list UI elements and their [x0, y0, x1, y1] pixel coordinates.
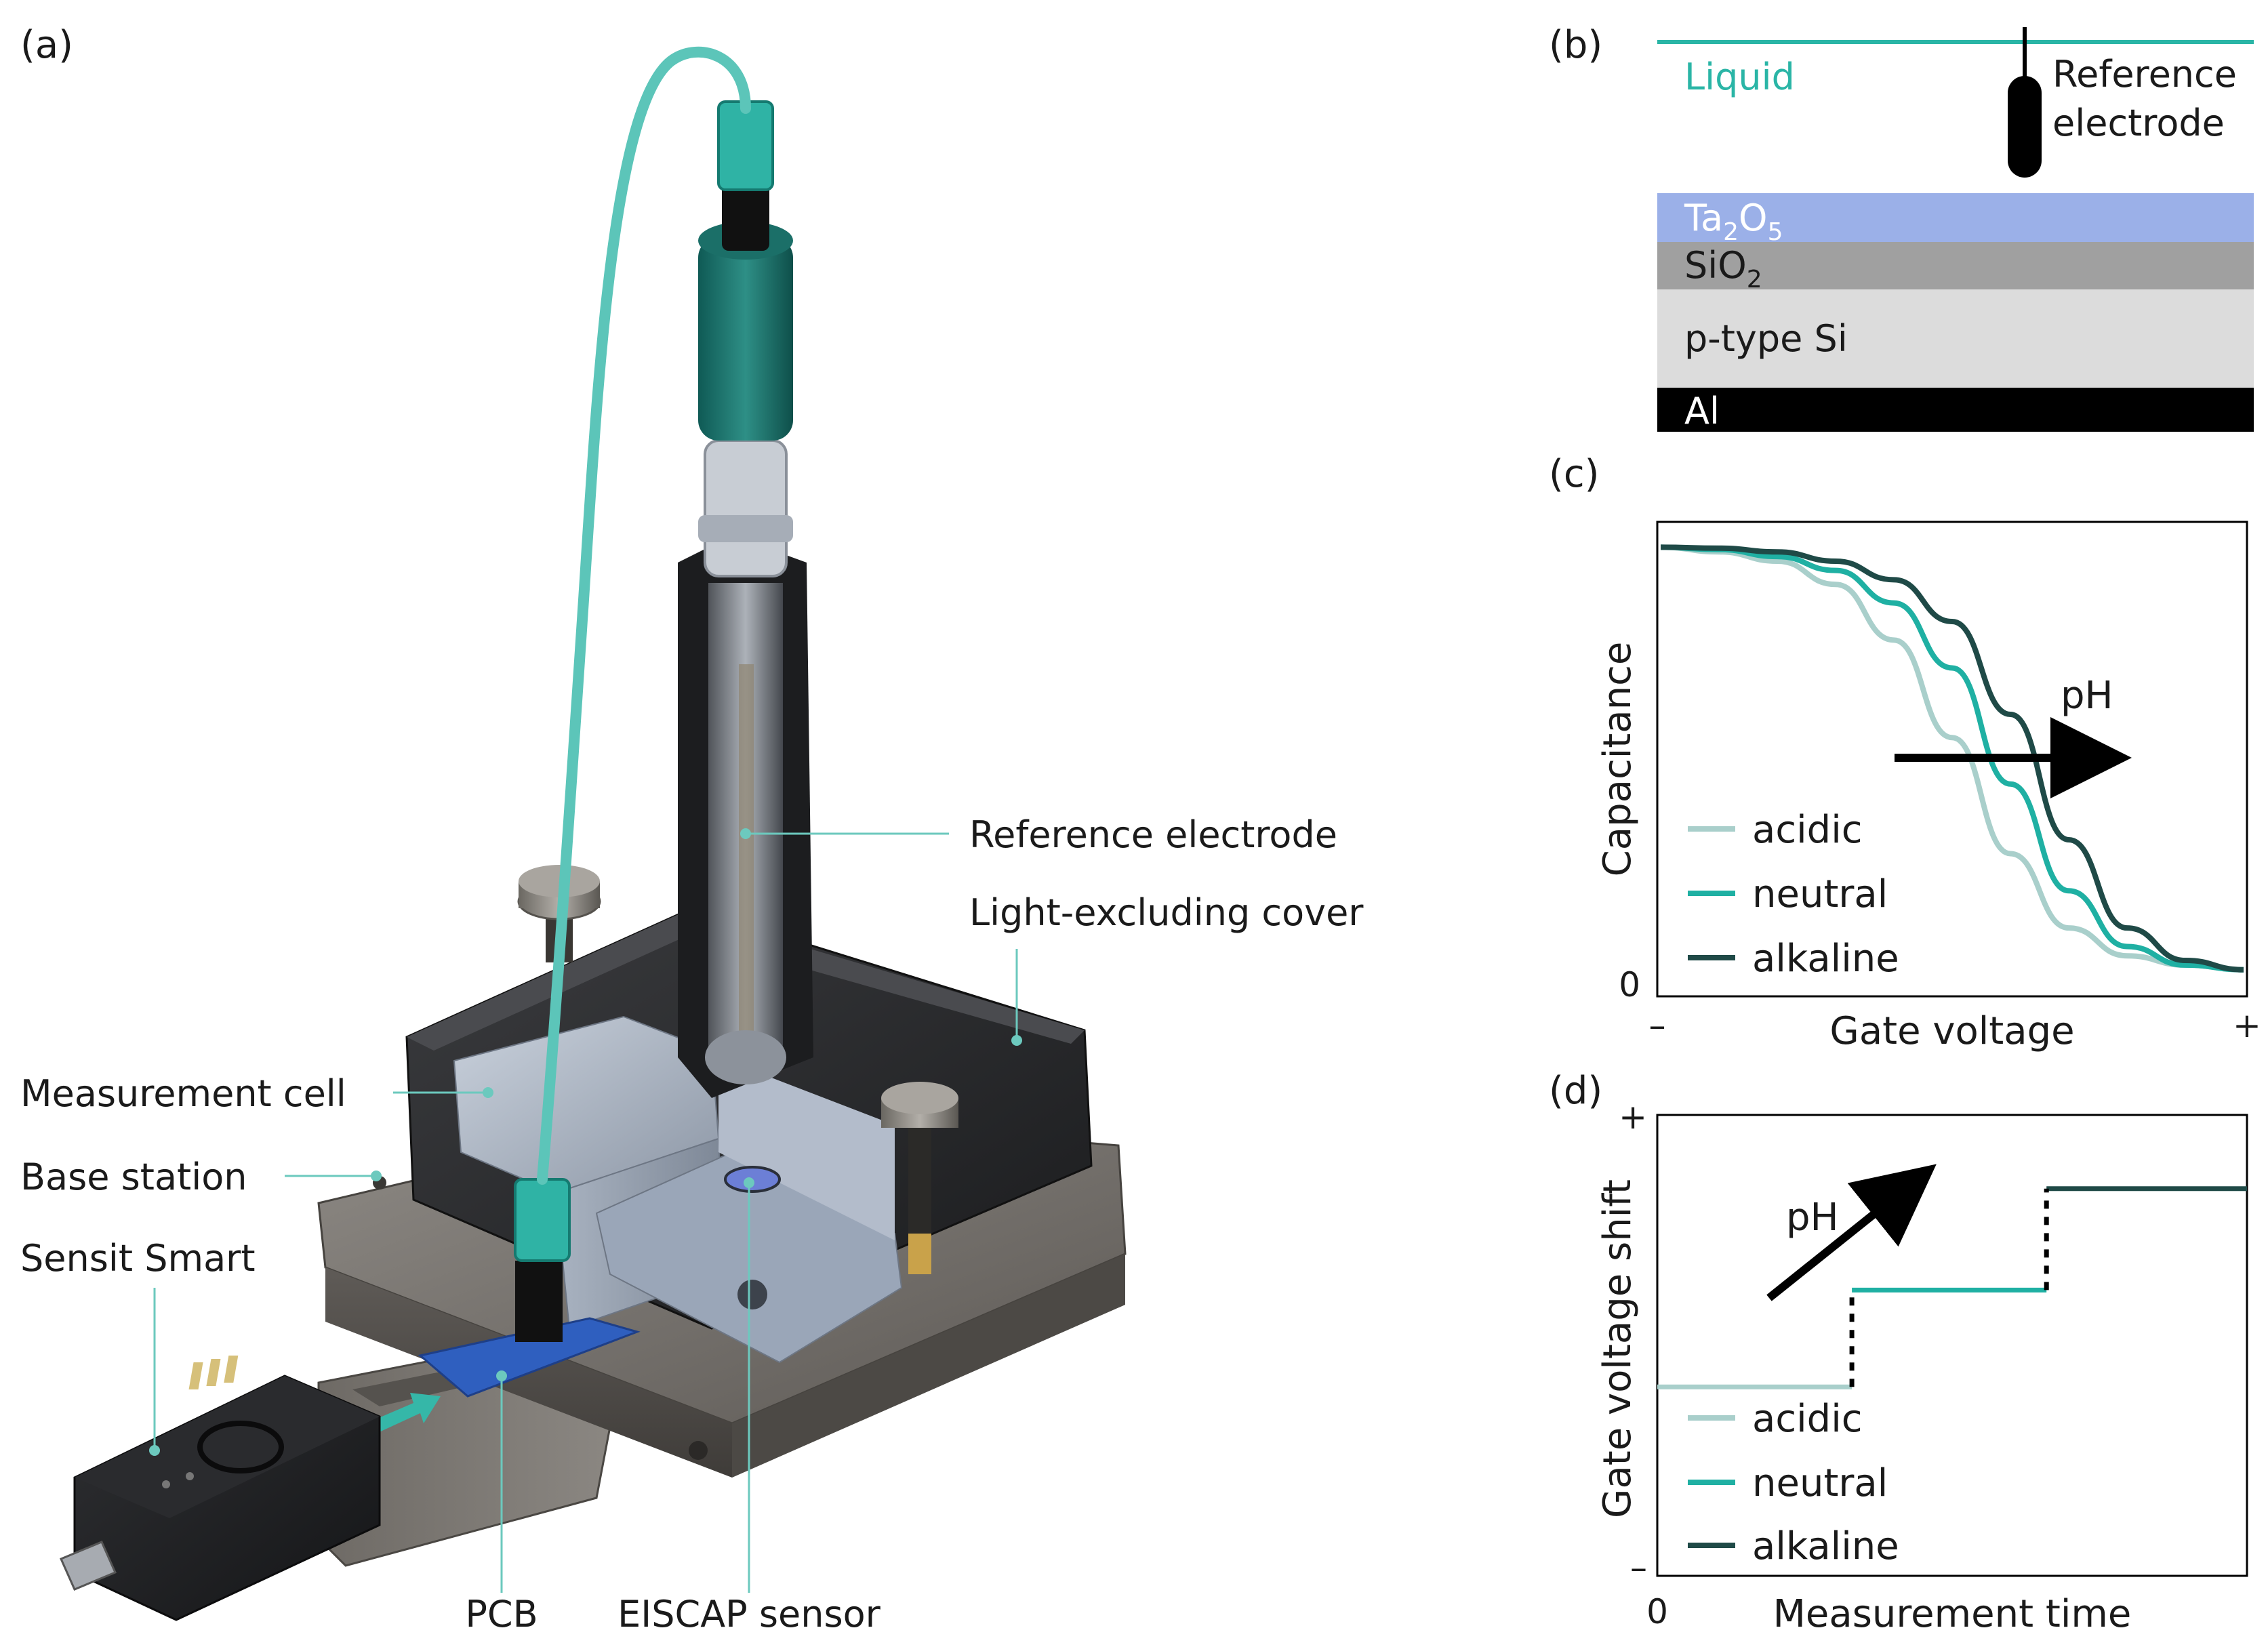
chart-c: pH Gate voltage Capacitance – + 0 acidic…	[1596, 521, 2261, 1053]
legend-label-alkaline-d: alkaline	[1752, 1524, 1899, 1568]
layer-al	[1657, 388, 2254, 432]
chart-c-frame	[1656, 521, 2248, 998]
chart-d-series	[1657, 1186, 2247, 1389]
panel-b-label: (b)	[1549, 23, 1602, 67]
cable	[537, 46, 751, 1185]
legend-label-acidic-d: acidic	[1752, 1397, 1863, 1441]
insert-arrow	[366, 1393, 441, 1434]
ph-annotation: pH	[2061, 674, 2113, 718]
y-axis-label-d: Gate voltage shift	[1596, 1179, 1640, 1518]
electrode-adapter	[704, 439, 788, 577]
label-light-excluding-cover: Light-excluding cover	[969, 891, 1364, 934]
ph-arrow-d	[1766, 1164, 1937, 1301]
usb-c-plug	[60, 1541, 117, 1591]
pcb-contact	[206, 1359, 221, 1386]
cell-hole	[737, 1280, 767, 1309]
layer-p-type-si-label: p-type Si	[1684, 317, 1848, 360]
legend-label-neutral-d: neutral	[1752, 1461, 1888, 1505]
x-tick-label-d: 0	[1646, 1592, 1668, 1631]
chart-d-frame	[1656, 1114, 2248, 1577]
legend-label-acidic: acidic	[1752, 808, 1863, 852]
legend-label-alkaline: alkaline	[1752, 937, 1899, 981]
electrode-cap	[698, 237, 793, 441]
y-tick-label-d: +	[1619, 1097, 1647, 1137]
layer-sio2	[1657, 242, 2254, 289]
label-sensit-smart: Sensit Smart	[20, 1237, 256, 1280]
layer-p-type-si	[1657, 289, 2254, 388]
series-alkaline-line	[1660, 544, 2244, 973]
leader-dots	[149, 828, 1022, 1456]
sensit-smart-button	[197, 1421, 284, 1473]
pcb-connector-housing	[515, 1261, 563, 1342]
base-station-side-right	[732, 1254, 1125, 1478]
pcb-contact	[224, 1356, 239, 1383]
label-eiscap-sensor: EISCAP sensor	[617, 1593, 880, 1635]
label-reference-electrode: Reference electrode	[969, 813, 1337, 856]
x-tick-label: –	[1649, 1006, 1666, 1045]
layer-sio2-label: SiO2	[1684, 244, 1762, 293]
panel-a-label: (a)	[20, 23, 73, 67]
pcb-cable-plug	[514, 1178, 571, 1262]
pcb-contact	[188, 1362, 203, 1389]
x-axis-label: Gate voltage	[1829, 1009, 2074, 1053]
y-tick-label: 0	[1619, 965, 1640, 1004]
sensit-smart-top	[75, 1376, 380, 1518]
knob-right-thread	[908, 1234, 931, 1274]
electrode-adapter-ring	[698, 515, 793, 542]
series-neutral-line	[1660, 544, 2244, 973]
panel-c-label: (c)	[1549, 452, 1599, 496]
panel-d-label: (d)	[1549, 1069, 1602, 1113]
electrode-bulb	[705, 1030, 786, 1084]
layer-stack: Liquid Reference electrode Ta2O5 SiO2 p-…	[1657, 27, 2254, 432]
leader-lines	[153, 832, 1018, 1593]
cap-connector	[722, 183, 769, 251]
layer-ta2o5	[1657, 193, 2254, 242]
y-axis-label: Capacitance	[1596, 642, 1640, 877]
reference-electrode-body	[2008, 76, 2042, 178]
sensit-smart-led	[186, 1472, 194, 1480]
series-acidic-line	[1660, 544, 2244, 973]
legend-label-neutral: neutral	[1752, 872, 1888, 916]
knob-right-cap	[881, 1082, 958, 1114]
ph-annotation-d: pH	[1786, 1196, 1839, 1240]
liquid-label: Liquid	[1684, 56, 1795, 98]
reference-label-line1: Reference	[2052, 53, 2237, 96]
label-base-station: Base station	[20, 1156, 247, 1198]
label-measurement-cell: Measurement cell	[20, 1072, 346, 1115]
sensit-smart-led	[162, 1480, 170, 1488]
x-tick-label: +	[2233, 1006, 2261, 1045]
y-tick-label-d: –	[1630, 1548, 1647, 1587]
measurement-cell-wall	[718, 1057, 895, 1240]
label-pcb: PCB	[465, 1593, 538, 1635]
cable-plug-top	[717, 100, 774, 191]
base-screw	[689, 1441, 708, 1460]
x-axis-label-d: Measurement time	[1773, 1592, 2132, 1636]
electrode-inner	[739, 664, 754, 1044]
reference-label-line2: electrode	[2052, 102, 2225, 144]
layer-al-label: Al	[1684, 390, 1720, 432]
layer-ta2o5-label: Ta2O5	[1684, 197, 1783, 246]
chart-d: pH Measurement time Gate voltage shift 0…	[1596, 1097, 2248, 1636]
device-illustration	[60, 46, 1127, 1621]
